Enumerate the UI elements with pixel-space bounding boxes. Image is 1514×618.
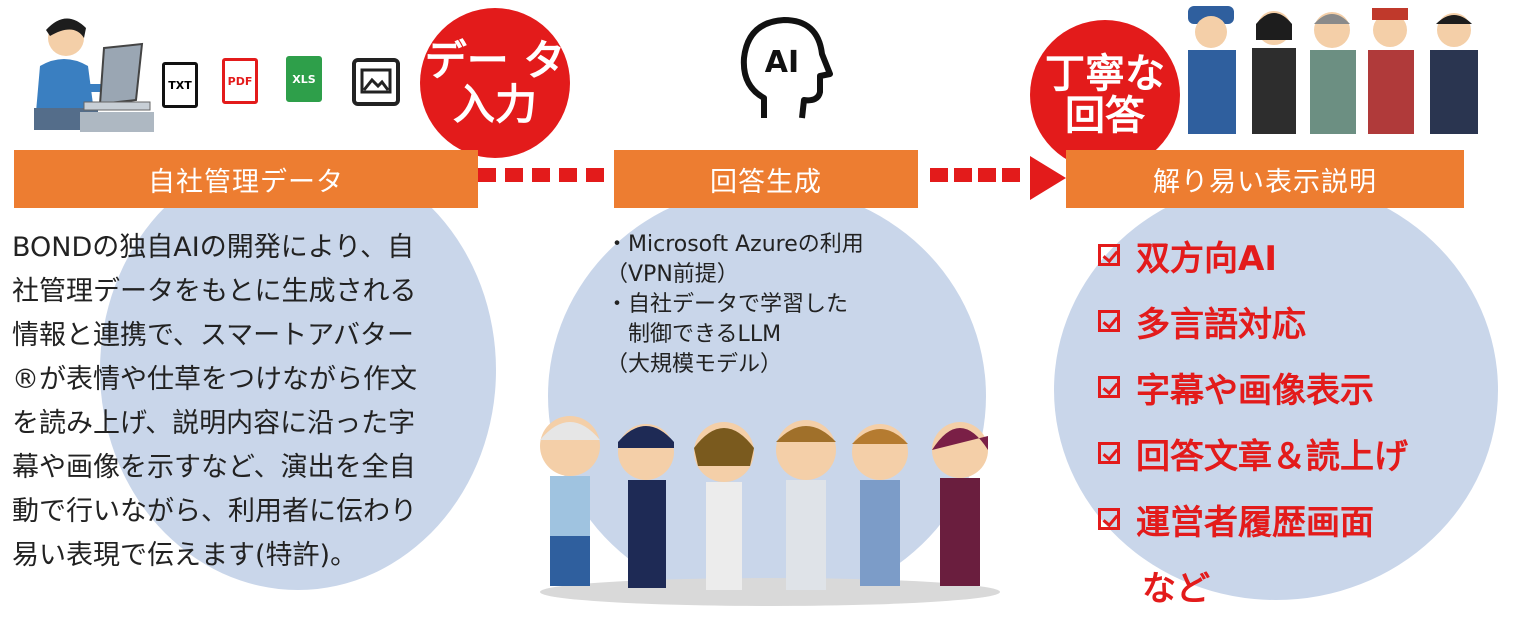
checkbox-icon xyxy=(1098,376,1120,398)
note-line: 制御できるLLM xyxy=(606,322,782,347)
feature-label: 多言語対応 xyxy=(1136,304,1306,345)
right-bg-circle xyxy=(1054,180,1498,600)
polite-answer-badge-line2: 回答 xyxy=(1065,93,1145,139)
person-at-computer-icon xyxy=(34,18,154,132)
polite-answer-badge-line1: 丁寧な xyxy=(1045,51,1165,97)
feature-checklist: 双方向AI 多言語対応 字幕や画像表示 回答文章＆読上げ 運営者履歴画面 など xyxy=(1098,222,1508,618)
desc-line: 情報と連携で、スマートアバター xyxy=(12,320,415,351)
checkbox-icon xyxy=(1098,244,1120,266)
feature-label: 回答文章＆読上げ xyxy=(1136,436,1408,477)
middle-notes: ・Microsoft Azureの利用 （VPN前提） ・自社データで学習した … xyxy=(606,230,966,380)
in-house-data-header: 自社管理データ xyxy=(14,150,478,208)
desc-line: を読み上げ、説明内容に沿った字 xyxy=(12,408,416,439)
desc-line: 動で行いながら、利用者に伝わり xyxy=(12,496,417,527)
data-input-badge-line1: デー タ xyxy=(424,35,566,85)
answer-generation-header: 回答生成 xyxy=(614,150,918,208)
feature-label: 運営者履歴画面 xyxy=(1136,502,1374,543)
note-line: ・自社データで学習した xyxy=(606,292,849,317)
avatar-characters-icon xyxy=(540,416,1000,606)
data-input-badge-line2: 入力 xyxy=(452,80,537,129)
checkbox-icon xyxy=(1098,442,1120,464)
left-bg-circle xyxy=(100,150,496,590)
desc-line: 社管理データをもとに生成される xyxy=(12,276,417,307)
note-line: （大規模モデル） xyxy=(606,352,783,377)
right-dotted-connector xyxy=(930,168,1040,182)
ai-icon-label: AI xyxy=(765,45,799,80)
desc-line: ®が表情や仕草をつけながら作文 xyxy=(12,364,417,395)
feature-item: 字幕や画像表示 xyxy=(1098,354,1508,420)
image-file-icon xyxy=(352,58,400,106)
data-input-badge: デー タ 入力 xyxy=(420,8,570,158)
arrow-head-icon xyxy=(1030,156,1066,200)
feature-item: 多言語対応 xyxy=(1098,288,1508,354)
desc-line: 幕や画像を示すなど、演出を全自 xyxy=(12,452,416,483)
note-line: （VPN前提） xyxy=(606,262,739,287)
pdf-file-icon: PDF xyxy=(222,58,258,104)
feature-item: 回答文章＆読上げ xyxy=(1098,420,1508,486)
feature-item: など xyxy=(1098,552,1508,618)
feature-label: 双方向AI xyxy=(1136,238,1277,279)
left-description: BONDの独自AIの開発により、自 社管理データをもとに生成される 情報と連携で… xyxy=(12,226,492,578)
workers-group-icon xyxy=(1188,6,1478,134)
checkbox-icon xyxy=(1098,508,1120,530)
checkbox-icon xyxy=(1098,310,1120,332)
easy-display-header: 解り易い表示説明 xyxy=(1066,150,1464,208)
feature-item: 双方向AI xyxy=(1098,222,1508,288)
left-dotted-connector xyxy=(478,168,614,182)
xls-file-icon: XLS xyxy=(286,56,322,102)
desc-line: 易い表現で伝えます(特許)。 xyxy=(12,540,358,571)
feature-item: 運営者履歴画面 xyxy=(1098,486,1508,552)
note-line: ・Microsoft Azureの利用 xyxy=(606,232,864,257)
ai-head-icon: AI xyxy=(740,17,833,119)
feature-label: 字幕や画像表示 xyxy=(1136,370,1374,411)
feature-label: など xyxy=(1142,568,1210,609)
polite-answer-badge: 丁寧な 回答 xyxy=(1030,20,1180,170)
desc-line: BONDの独自AIの開発により、自 xyxy=(12,232,415,263)
middle-bg-circle xyxy=(548,186,986,606)
txt-file-icon: TXT xyxy=(162,62,198,108)
